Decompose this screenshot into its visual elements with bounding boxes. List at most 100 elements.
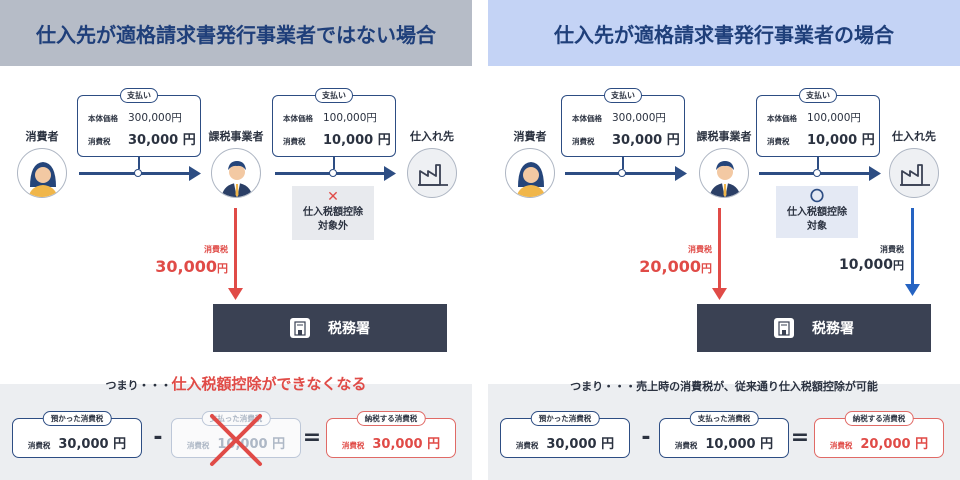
panel-qualified: 仕入先が適格請求書発行事業者の場合 消費者 課税事業者 仕入れ先 支払い 本体価… [488,0,960,480]
arrowhead-icon [675,166,687,181]
connector-dot [134,169,142,177]
deduction-note: ✕ 仕入税額控除 対象外 [292,186,374,240]
flow-tax-unit: 円 [893,259,904,272]
tax-flow-label: 消費税 20,000円 [624,244,712,276]
box-tag: 納税する消費税 [356,411,426,426]
box-tag: 納税する消費税 [844,411,914,426]
flow-tax-key: 消費税 [688,245,712,254]
payment-box-supplier: 支払い 本体価格 100,000円 消費税 10,000 円 [756,88,880,157]
flow-tax-amount: 20,000 [639,257,701,276]
consumer-label: 消費者 [25,130,59,143]
tax-office-label: 税務署 [328,321,370,337]
tax-value: 30,000 円 [612,133,680,148]
received-tax-box: 預かった消費税 消費税 30,000 円 [500,411,630,458]
factory-icon [889,148,939,198]
tax-office-label: 税務署 [812,321,854,337]
panel-title: 仕入先が適格請求書発行事業者の場合 [488,0,960,66]
box-value: 10,000 円 [705,437,774,452]
tax-flow-arrow [234,208,237,292]
tax-building-icon [774,318,794,338]
supplier-tax-flow-label: 消費税 10,000円 [818,244,904,273]
arrowhead-icon [384,166,396,181]
panel-title: 仕入先が適格請求書発行事業者ではない場合 [0,0,472,66]
tax-key: 消費税 [88,137,111,146]
box-value: 30,000 円 [58,437,127,452]
payment-tag: 支払い [315,88,353,103]
businessman-avatar-icon [699,148,749,198]
price-key: 本体価格 [283,114,313,123]
tax-flow-label: 消費税 30,000円 [140,244,228,276]
arrowhead-icon [905,284,920,296]
tax-flow-arrow [718,208,721,292]
tax-value: 10,000 円 [807,133,875,148]
box-key: 消費税 [27,441,51,450]
flow-tax-amount: 30,000 [155,257,217,276]
woman-avatar-icon [17,148,67,198]
supplier-label: 仕入れ先 [410,130,454,143]
box-tag: 預かった消費税 [42,411,112,426]
note-line: 仕入税額控除 [303,207,363,218]
cross-icon: ✕ [327,189,339,205]
connector-dot [813,169,821,177]
box-value: 30,000 円 [546,437,615,452]
tax-office: 税務署 [697,304,931,352]
equals-sign: = [302,425,322,450]
payment-box-supplier: 支払い 本体価格 100,000円 消費税 10,000 円 [272,88,396,157]
payable-tax-box: 納税する消費税 消費税 20,000 円 [814,411,944,458]
arrowhead-icon [869,166,881,181]
flow-tax-unit: 円 [701,262,712,275]
tax-key: 消費税 [283,137,306,146]
payment-box-consumer: 支払い 本体価格 300,000円 消費税 30,000 円 [561,88,685,157]
payment-box-consumer: 支払い 本体価格 300,000円 消費税 30,000 円 [77,88,201,157]
tax-key: 消費税 [572,137,595,146]
box-key: 消費税 [515,441,539,450]
price-value: 100,000円 [323,112,377,124]
minus-sign: - [153,425,163,450]
payment-tag: 支払い [120,88,158,103]
tax-value: 10,000 円 [323,133,391,148]
connector-dot [618,169,626,177]
note-line: 対象外 [318,221,348,232]
box-value: 20,000 円 [860,437,929,452]
supplier-label: 仕入れ先 [892,130,936,143]
connector-dot [329,169,337,177]
equals-sign: = [790,425,810,450]
price-key: 本体価格 [767,114,797,123]
circle-icon: 〇 [810,189,824,205]
note-line: 対象 [807,221,827,232]
arrowhead-icon [189,166,201,181]
summary-emphasis: 仕入税額控除ができなくなる [171,375,367,393]
business-label: 課税事業者 [208,130,264,143]
price-value: 100,000円 [807,112,861,124]
businessman-avatar-icon [211,148,261,198]
price-key: 本体価格 [88,114,118,123]
box-value: 30,000 円 [372,437,441,452]
flow-tax-key: 消費税 [880,245,904,254]
tax-key: 消費税 [767,137,790,146]
price-key: 本体価格 [572,114,602,123]
box-tag: 支払った消費税 [689,411,759,426]
deduction-note: 〇 仕入税額控除 対象 [776,186,858,238]
box-key: 消費税 [829,441,853,450]
flow-tax-unit: 円 [217,262,228,275]
box-tag: 預かった消費税 [530,411,600,426]
price-value: 300,000円 [612,112,666,124]
connector [138,157,140,169]
panel-non-qualified: 仕入先が適格請求書発行事業者ではない場合 消費者 課税事業者 仕入れ先 支払い … [0,0,472,480]
price-value: 300,000円 [128,112,182,124]
tax-value: 30,000 円 [128,133,196,148]
payment-tag: 支払い [799,88,837,103]
box-key: 消費税 [341,441,365,450]
business-label: 課税事業者 [696,130,752,143]
payment-tag: 支払い [604,88,642,103]
minus-sign: - [641,425,651,450]
summary-text: つまり・・・仕入税額控除ができなくなる [0,373,472,394]
summary-text: つまり・・・売上時の消費税が、従来通り仕入税額控除が可能 [570,380,878,393]
box-key: 消費税 [186,441,210,450]
supplier-tax-flow-arrow [911,208,914,288]
connector [622,157,624,169]
flow-tax-key: 消費税 [204,245,228,254]
received-tax-box: 預かった消費税 消費税 30,000 円 [12,411,142,458]
woman-avatar-icon [505,148,555,198]
tax-office: 税務署 [213,304,447,352]
